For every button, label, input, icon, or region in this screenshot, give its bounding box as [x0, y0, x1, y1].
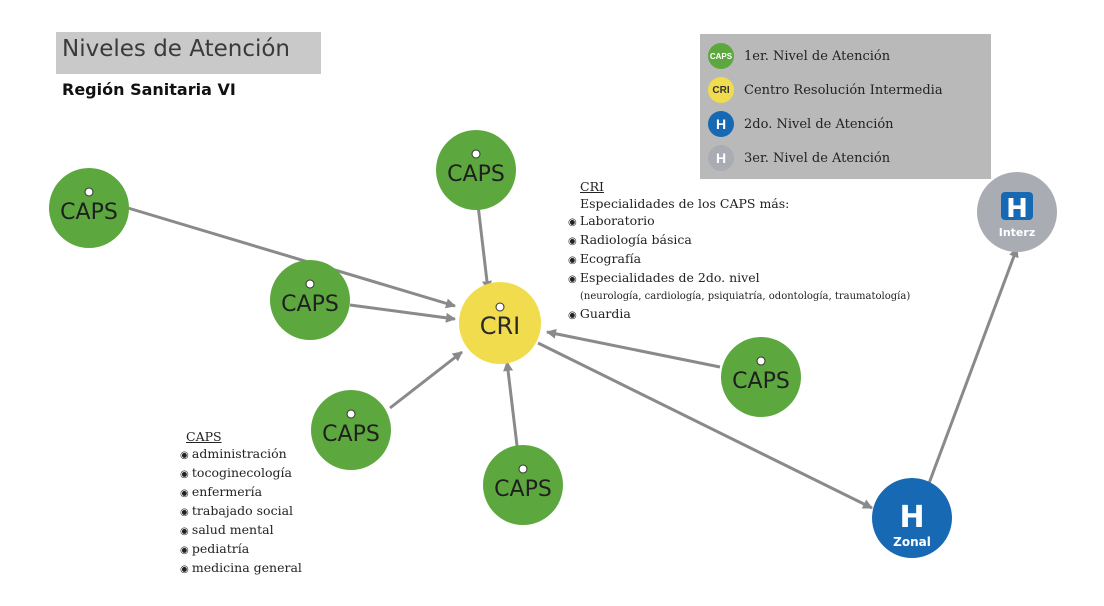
legend-label: 1er. Nivel de Atención: [744, 48, 891, 64]
caps-label: CAPS: [60, 200, 118, 225]
cri-info: CRI Especialidades de los CAPS más: Labo…: [568, 178, 910, 324]
hospital-zonal-label: Zonal: [893, 535, 931, 549]
cri-node: CRI: [459, 282, 541, 364]
cri-info-heading: CRI: [580, 179, 604, 194]
cri-info-item: Especialidades de 2do. nivel: [568, 269, 910, 288]
caps-info-item: trabajado social: [180, 502, 302, 521]
caps-label: CAPS: [281, 292, 339, 317]
hospital-interzonal-label: Interz: [999, 226, 1035, 239]
caps-node-midleft: CAPS: [270, 260, 350, 340]
hospital-interzonal-icon: H: [708, 145, 734, 171]
caps-node-top: CAPS: [436, 130, 516, 210]
cri-info-intro: Especialidades de los CAPS más:: [580, 196, 790, 211]
arrow-zonal-to-interz: [926, 247, 1019, 487]
caps-label: CAPS: [447, 162, 505, 187]
caps-node-bottom: CAPS: [483, 445, 563, 525]
caps-label: CAPS: [322, 422, 380, 447]
caps-node-topleft: CAPS: [49, 168, 129, 248]
legend-item-interzonal: H 3er. Nivel de Atención: [708, 142, 890, 174]
caps-label: CAPS: [494, 477, 552, 502]
hospital-zonal-icon: H: [708, 111, 734, 137]
caps-icon: CAPS: [708, 43, 734, 69]
title-box: [56, 32, 321, 74]
arrow-caps-topleft-to-cri: [127, 206, 456, 309]
arrow-caps-lower-to-cri: [389, 350, 463, 410]
arrow-caps-midleft-to-cri: [349, 303, 456, 323]
caps-info-item: administración: [180, 445, 302, 464]
legend-item-caps: CAPS 1er. Nivel de Atención: [708, 40, 890, 72]
legend-label: 3er. Nivel de Atención: [744, 150, 891, 166]
legend: CAPS 1er. Nivel de Atención CRI Centro R…: [700, 34, 991, 179]
caps-info-item: medicina general: [180, 559, 302, 578]
cri-label: CRI: [480, 312, 521, 340]
caps-info-heading: CAPS: [186, 429, 222, 444]
hospital-interzonal-node: H Interz: [977, 172, 1057, 252]
legend-item-cri: CRI Centro Resolución Intermedia: [708, 74, 943, 106]
hospital-h-label: H: [1006, 194, 1028, 224]
hospital-zonal-node: H Zonal: [872, 478, 952, 558]
caps-info-item: enfermería: [180, 483, 302, 502]
legend-item-zonal: H 2do. Nivel de Atención: [708, 108, 894, 140]
page-title: Niveles de Atención: [62, 36, 291, 62]
cri-info-item: Guardia: [568, 305, 910, 324]
cri-icon: CRI: [708, 77, 734, 103]
cri-info-item: Radiología básica: [568, 231, 910, 250]
arrow-caps-right-to-cri: [546, 328, 721, 369]
arrow-caps-bottom-to-cri: [503, 361, 520, 455]
hospital-h-label: H: [899, 500, 924, 535]
caps-node-lower: CAPS: [311, 390, 391, 470]
arrow-cri-to-zonal: [537, 341, 873, 510]
legend-label: Centro Resolución Intermedia: [744, 82, 943, 98]
caps-info-item: salud mental: [180, 521, 302, 540]
caps-label: CAPS: [732, 369, 790, 394]
caps-info-item: tocoginecología: [180, 464, 302, 483]
cri-info-note: (neurología, cardiología, psiquiatría, o…: [580, 291, 911, 302]
caps-info-item: pediatría: [180, 540, 302, 559]
caps-info: CAPS administración tocoginecología enfe…: [180, 428, 302, 578]
cri-info-item: Ecografía: [568, 250, 910, 269]
arrow-caps-top-to-cri: [476, 204, 492, 291]
caps-node-right: CAPS: [721, 337, 801, 417]
cri-info-item: Laboratorio: [568, 212, 910, 231]
page-subtitle: Región Sanitaria VI: [62, 80, 236, 99]
legend-label: 2do. Nivel de Atención: [744, 116, 894, 132]
